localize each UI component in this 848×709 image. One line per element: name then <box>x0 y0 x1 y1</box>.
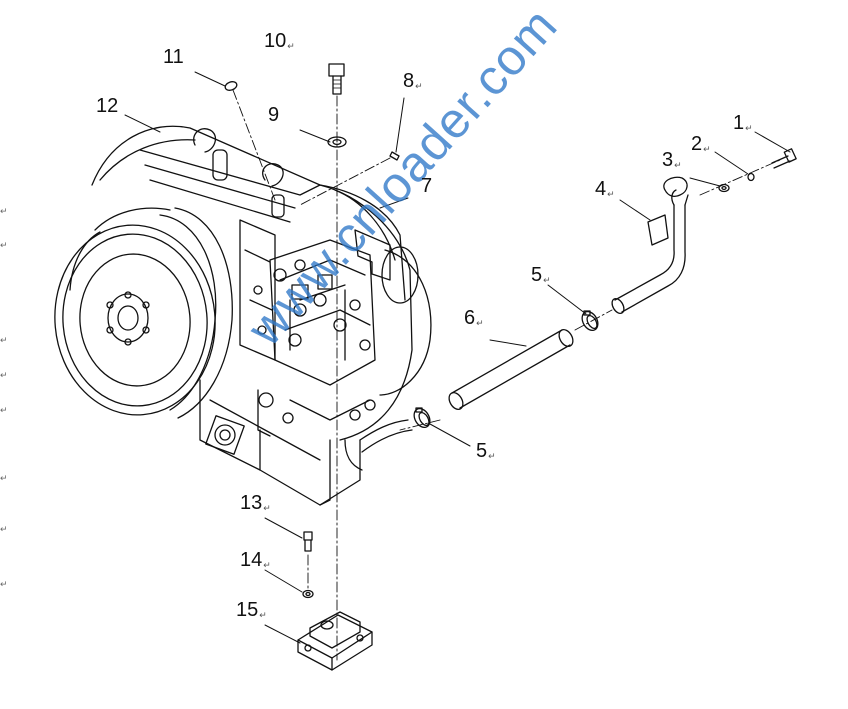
part-5-clamp-lower <box>413 407 431 428</box>
torque-converter-flywheel <box>54 207 233 419</box>
callout-2: 2↵ <box>691 133 711 155</box>
callout-13: 13↵ <box>240 492 271 514</box>
part-11-o-ring <box>224 81 238 91</box>
part-4-dipstick-tube <box>611 176 689 315</box>
edge-return-mark: ↵ <box>0 405 8 415</box>
callout-10: 10↵ <box>264 30 295 52</box>
part-15-mount <box>297 611 373 671</box>
callout-15: 15↵ <box>236 599 267 621</box>
callout-3: 3↵ <box>662 149 682 171</box>
callout-5-lower: 5↵ <box>476 440 496 462</box>
transmission-housing <box>91 125 432 506</box>
edge-return-mark: ↵ <box>0 579 8 589</box>
part-10-bolt <box>328 63 345 95</box>
part-8-pin <box>389 151 400 161</box>
part-13-bolt <box>303 531 313 552</box>
part-1-bolt <box>771 148 797 169</box>
part-6-hose <box>448 328 574 411</box>
leader-lines <box>124 71 791 644</box>
callout-11: 11 <box>163 46 184 68</box>
callout-14: 14↵ <box>240 549 271 571</box>
part-2-nut <box>747 172 755 182</box>
edge-return-mark: ↵ <box>0 473 8 483</box>
callout-8: 8↵ <box>403 70 423 92</box>
edge-return-mark: ↵ <box>0 240 8 250</box>
callout-12: 12 <box>96 95 119 117</box>
edge-return-mark: ↵ <box>0 206 8 216</box>
callout-6: 6↵ <box>464 307 484 329</box>
callout-7: 7 <box>421 175 433 197</box>
center-lines <box>232 89 781 661</box>
part-5-clamp-upper <box>581 310 599 331</box>
edge-return-mark: ↵ <box>0 370 8 380</box>
callout-1: 1↵ <box>733 112 753 134</box>
callout-5-upper: 5↵ <box>531 264 551 286</box>
edge-return-mark: ↵ <box>0 335 8 345</box>
part-14-washer <box>302 589 314 599</box>
callout-9: 9 <box>268 104 280 126</box>
edge-return-mark: ↵ <box>0 524 8 534</box>
callout-4: 4↵ <box>595 178 615 200</box>
